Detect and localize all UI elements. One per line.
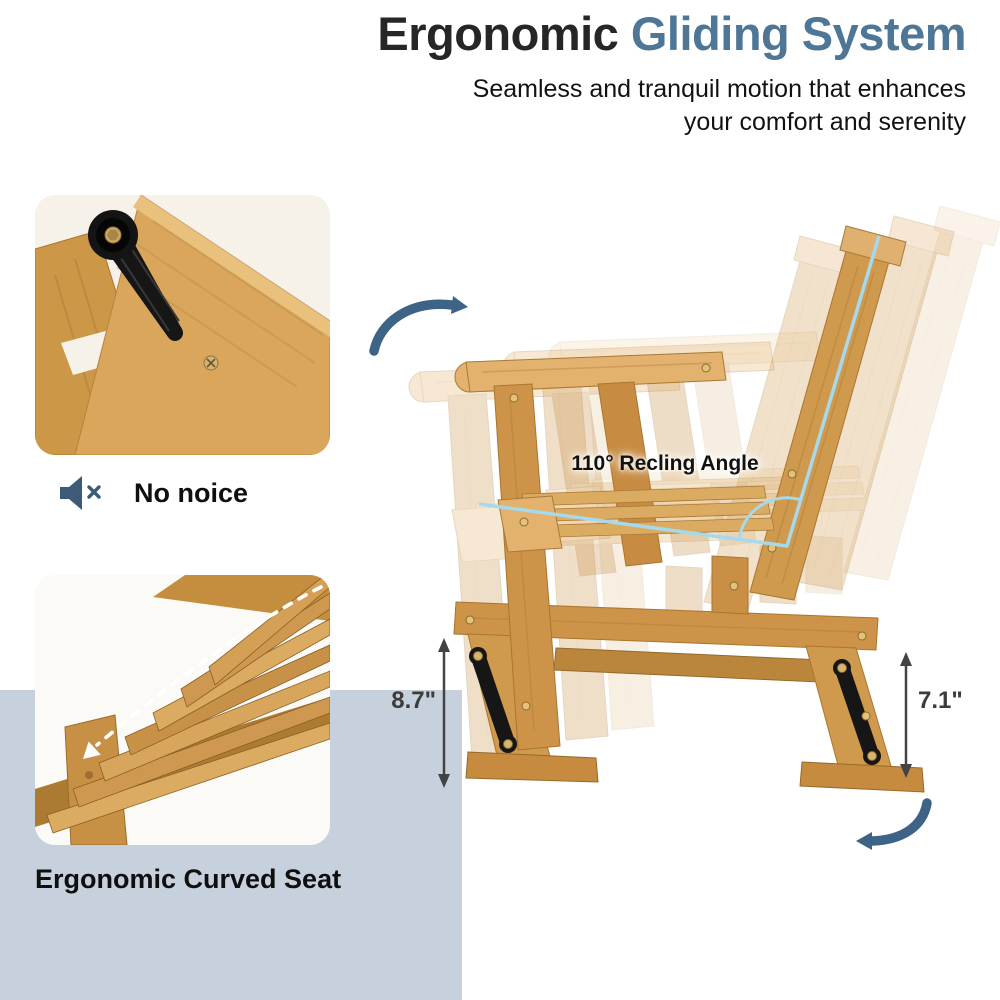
glider-arm-right bbox=[833, 659, 881, 765]
curved-seat-label: Ergonomic Curved Seat bbox=[35, 864, 342, 894]
ghost-position-front bbox=[408, 235, 861, 761]
dimension-left-label: 8.7" bbox=[391, 687, 436, 714]
no-noise-callout: No noice bbox=[58, 474, 248, 512]
glider-arm-left bbox=[469, 647, 517, 753]
chair-base-frame bbox=[453, 601, 925, 793]
curved-seat-slats bbox=[46, 575, 330, 834]
subtitle-line2: your comfort and serenity bbox=[683, 108, 966, 136]
page-title: Ergonomic Gliding System bbox=[377, 6, 966, 61]
no-noise-label: No noice bbox=[134, 477, 249, 508]
subtitle: Seamless and tranquil motion that enhanc… bbox=[377, 73, 966, 139]
curved-seat-illustration bbox=[35, 575, 330, 845]
curve-guide-dashed-arrow bbox=[83, 585, 323, 759]
title-primary: Ergonomic bbox=[377, 7, 619, 60]
dimension-right-label: 7.1" bbox=[918, 687, 963, 714]
recline-angle-label: 110° Recling Angle bbox=[571, 452, 759, 475]
motion-arrow-bottom-icon bbox=[856, 798, 932, 850]
bolts bbox=[465, 363, 871, 721]
glider-bracket-illustration bbox=[35, 195, 330, 455]
wood-screw-icon bbox=[203, 355, 219, 371]
dimension-arrow-right bbox=[900, 652, 912, 778]
header: Ergonomic Gliding System Seamless and tr… bbox=[377, 6, 966, 139]
detail-photo-curved-seat bbox=[35, 575, 330, 845]
detail-photo-glider-bracket bbox=[35, 195, 330, 455]
title-accent: Gliding System bbox=[618, 7, 967, 60]
subtitle-line1: Seamless and tranquil motion that enhanc… bbox=[472, 75, 966, 103]
chair-swing-current bbox=[454, 225, 907, 751]
ghost-position-back bbox=[502, 215, 955, 741]
black-glider-bracket bbox=[88, 210, 183, 341]
recline-angle-lines bbox=[478, 235, 881, 548]
muted-speaker-icon bbox=[60, 476, 101, 510]
motion-arrow-top-icon bbox=[369, 296, 468, 356]
